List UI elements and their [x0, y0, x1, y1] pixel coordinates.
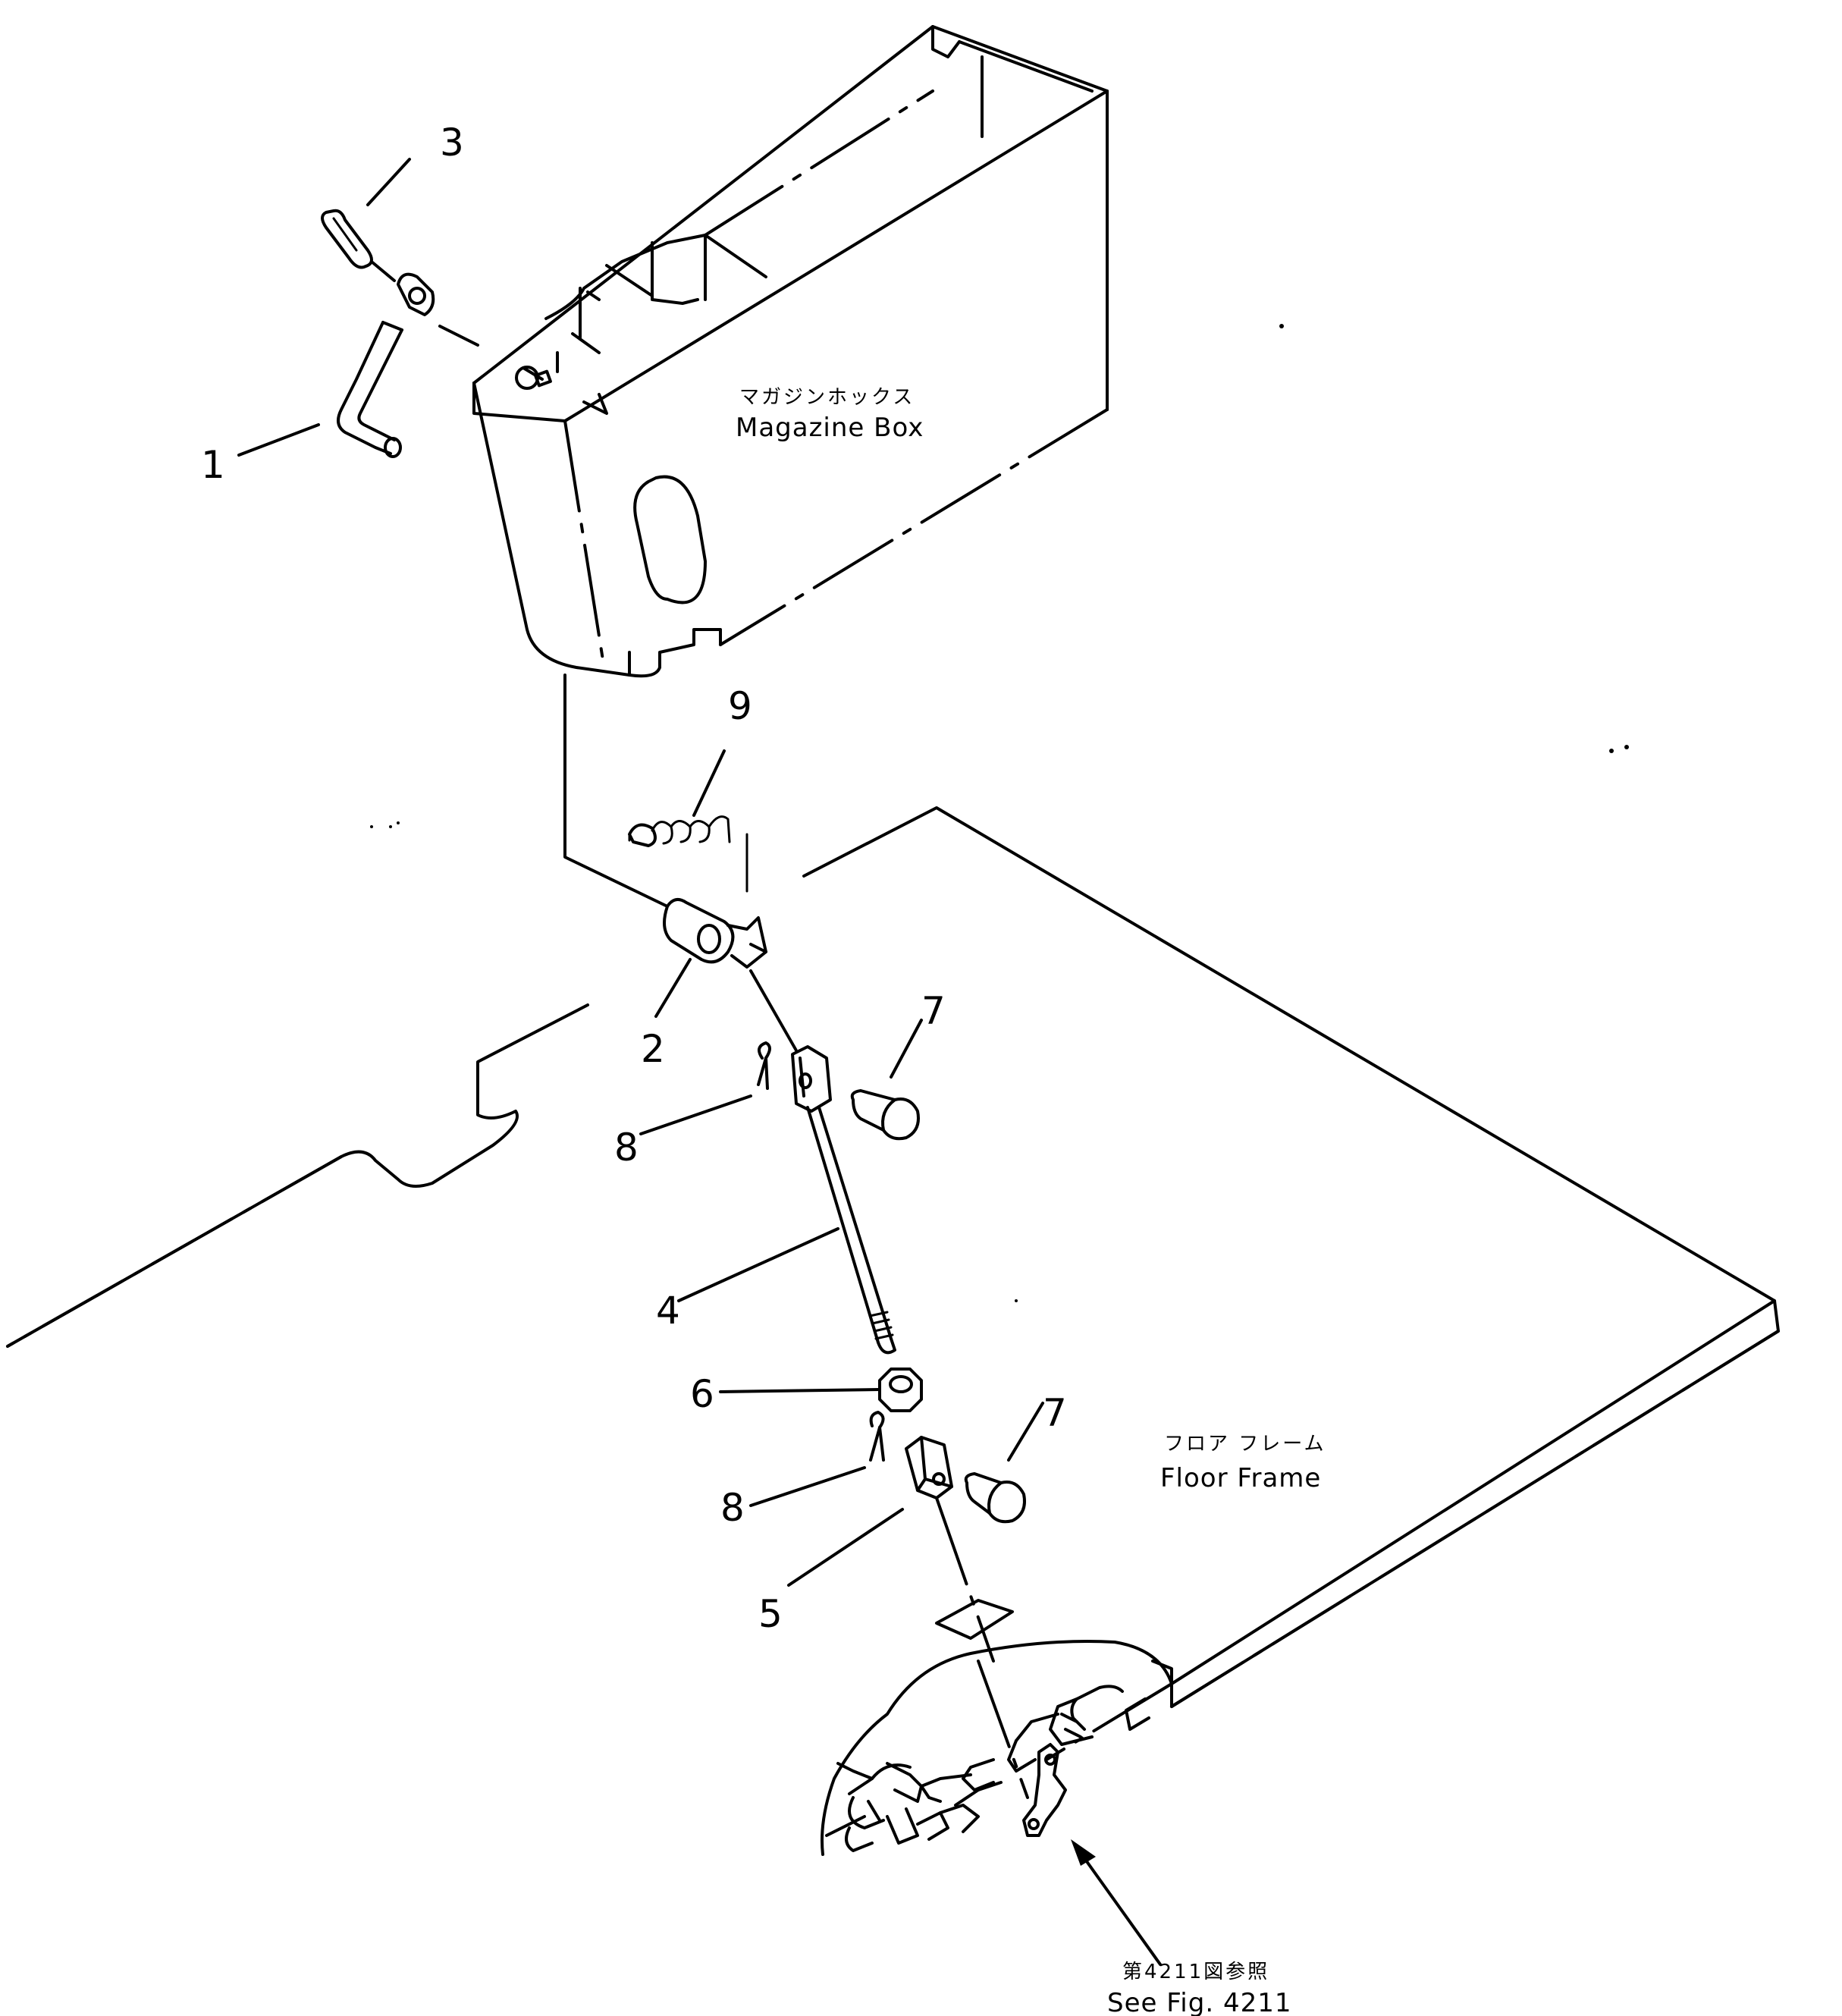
part-5-clevis [905, 1436, 953, 1499]
callout-3: 3 [440, 121, 464, 165]
floor-frame-label-en: Floor Frame [1160, 1463, 1321, 1493]
part-9-spring [628, 815, 731, 847]
guide-line-to-valve [977, 1660, 1029, 1799]
part-1-handle [337, 272, 435, 458]
callout-2: 2 [641, 1027, 665, 1071]
reference-arrow [1071, 1839, 1162, 1966]
callout-1: 1 [201, 443, 225, 487]
callout-8-lower: 8 [720, 1486, 745, 1530]
part-8-cotter-pin-lower [869, 1411, 885, 1462]
see-fig-label-jp: 第4211図参照 [1122, 1961, 1269, 1983]
guide-line-3 [370, 260, 396, 282]
callout-8-upper: 8 [614, 1126, 639, 1170]
see-fig-label-en: See Fig. 4211 [1107, 1988, 1291, 2016]
leader-lines [237, 158, 1044, 1587]
callout-4: 4 [656, 1289, 680, 1333]
magazine-box [472, 25, 1109, 678]
part-3-pin [321, 209, 373, 269]
callout-5: 5 [758, 1592, 783, 1636]
guide-line-1 [438, 325, 479, 347]
callout-7-upper: 7 [921, 989, 946, 1033]
valve-assembly [825, 1685, 1150, 1852]
part-4-rod [791, 1045, 896, 1355]
part-7-pin-upper [850, 1089, 920, 1141]
scan-specks [370, 324, 1629, 1302]
floor-frame [6, 806, 1780, 1856]
callout-7-lower: 7 [1043, 1391, 1067, 1435]
callout-9: 9 [728, 684, 752, 728]
magazine-box-label-en: Magazine Box [736, 413, 924, 443]
magazine-box-label-jp: マガジンホックス [739, 386, 915, 409]
part-2-lever [663, 898, 767, 969]
leader-box-to-part2 [563, 674, 669, 908]
guide-line-rod-lower [935, 1496, 995, 1663]
mounting-plate [935, 1599, 1014, 1640]
part-7-pin-lower [964, 1472, 1026, 1524]
part-8-cotter-pin-upper [757, 1041, 771, 1090]
guide-line-rod-upper [749, 969, 798, 1052]
floor-frame-label-jp: フロア フレーム [1164, 1433, 1326, 1455]
callout-6: 6 [690, 1372, 714, 1416]
part-6-nut [878, 1368, 923, 1412]
